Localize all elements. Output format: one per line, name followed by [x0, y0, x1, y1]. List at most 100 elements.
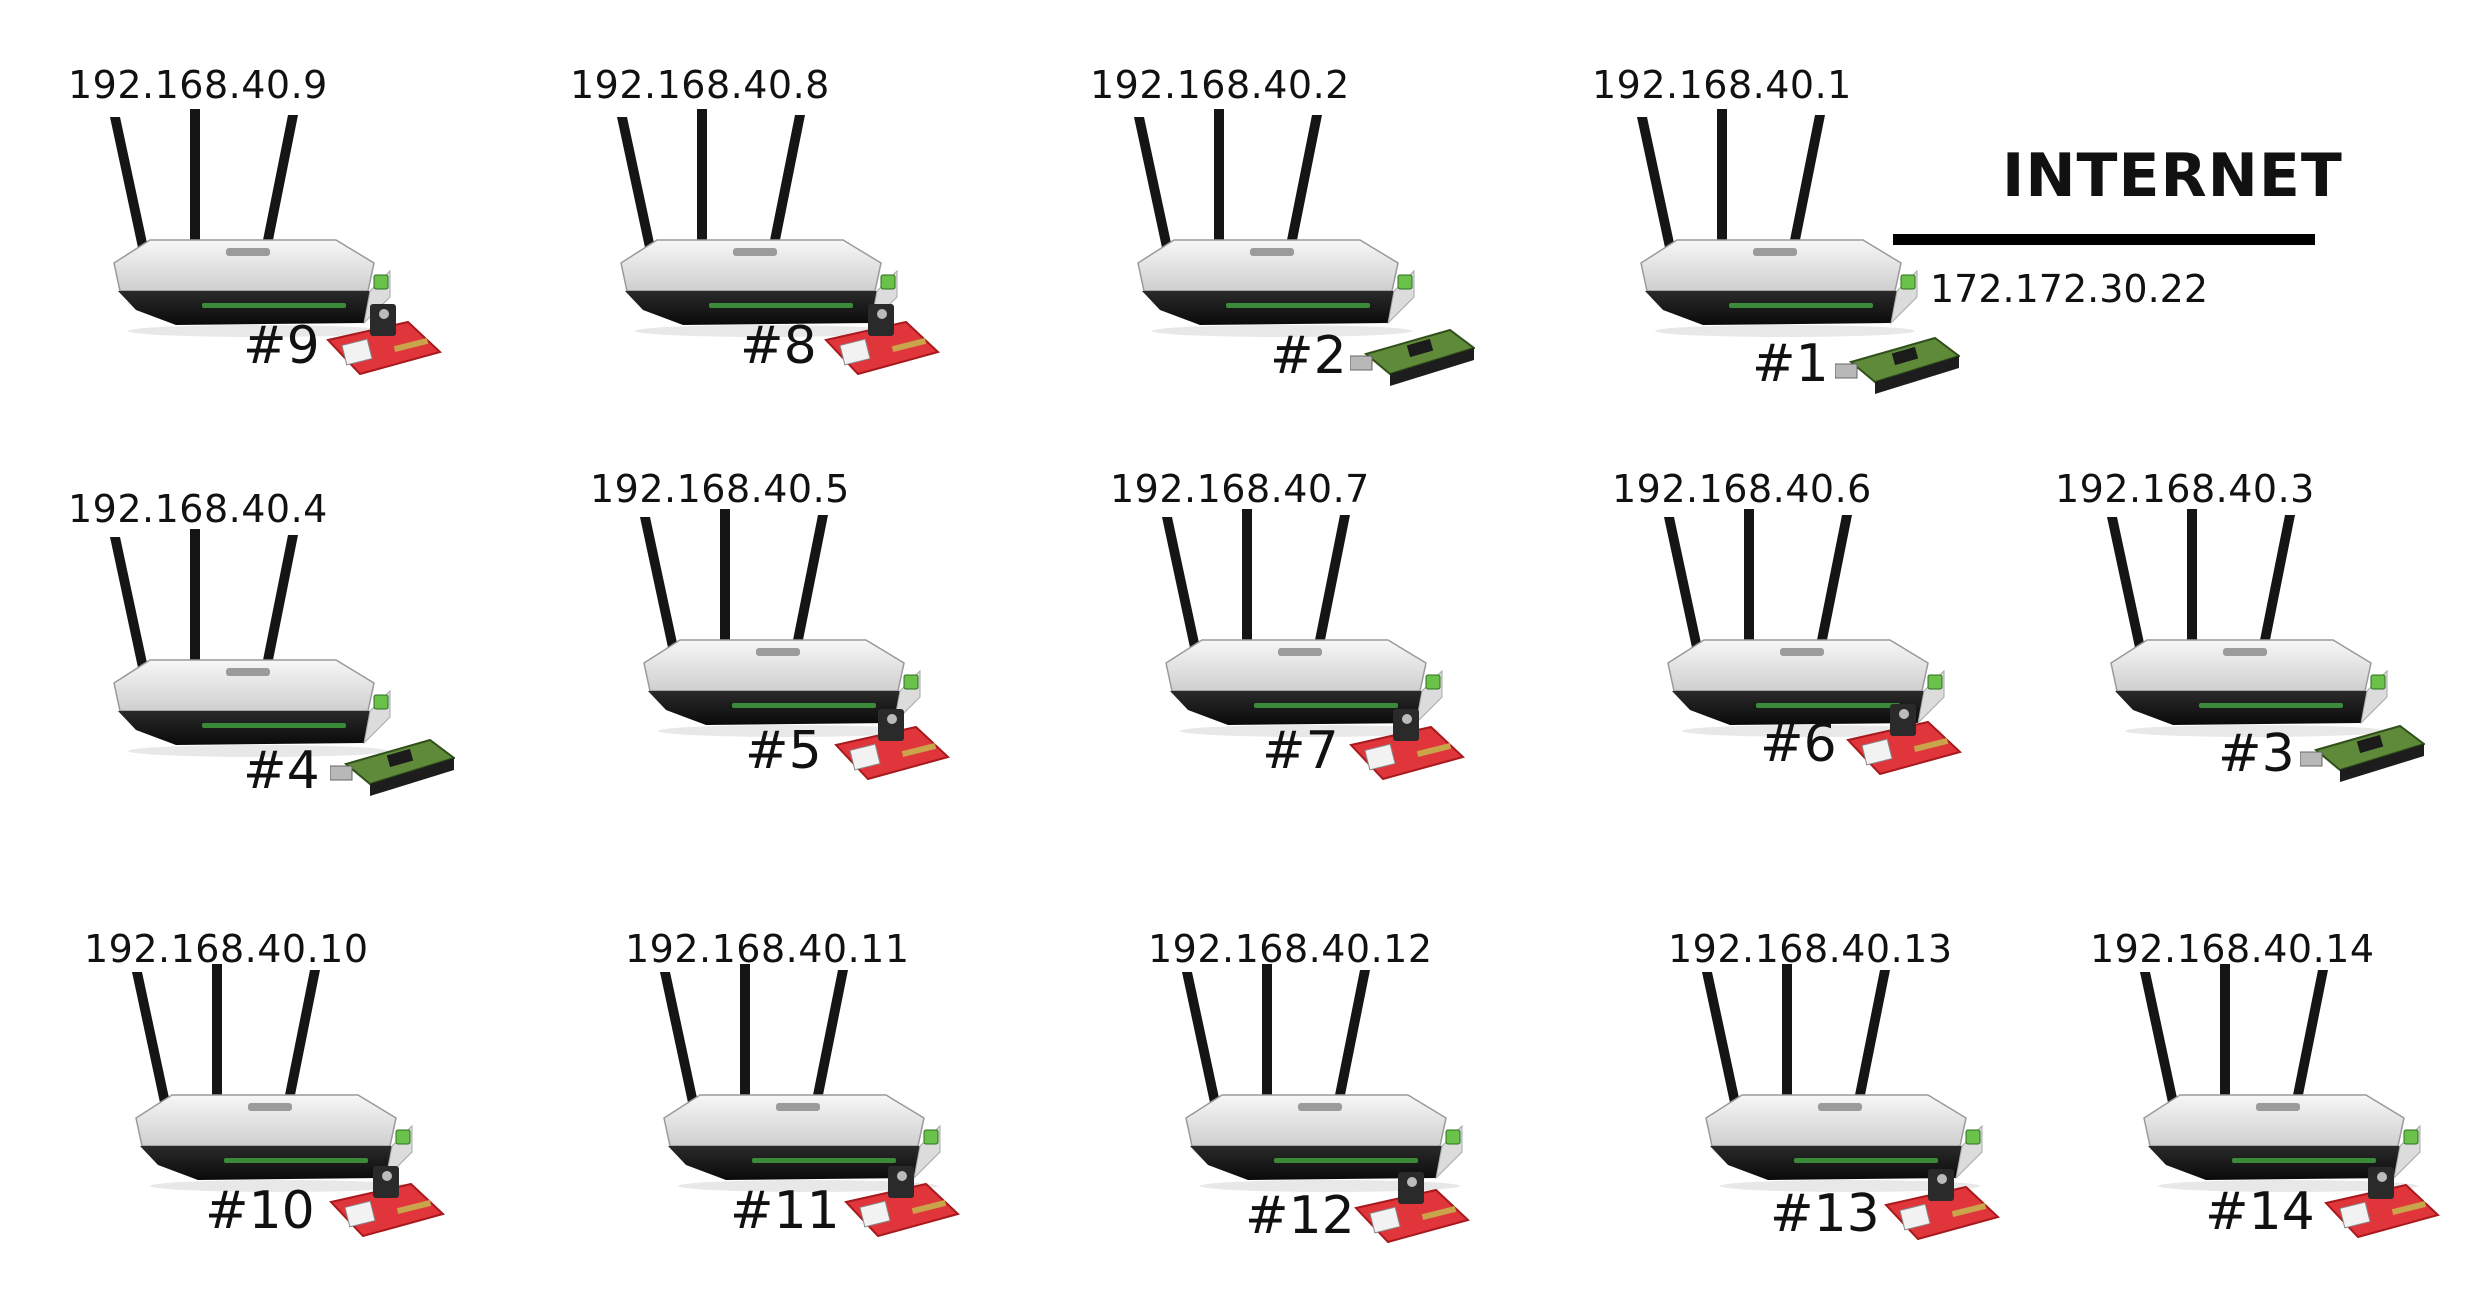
node-number-label: #4 — [243, 745, 320, 797]
router-port-green — [2371, 675, 2385, 689]
red-board-icon — [1880, 1165, 2005, 1245]
green-board-usb — [2300, 752, 2322, 766]
red-board-hole — [1402, 714, 1412, 724]
router-icon — [648, 960, 948, 1195]
router-top — [1641, 240, 1901, 291]
antenna-left — [1664, 517, 1704, 657]
antenna-middle — [720, 509, 730, 655]
router-ip-label: 192.168.40.2 — [1090, 66, 1350, 104]
router-led-strip — [1794, 1158, 1938, 1163]
router-top — [114, 660, 374, 711]
antenna-middle — [1717, 109, 1727, 255]
red-board-icon — [1345, 705, 1470, 785]
antenna-left — [1702, 972, 1742, 1112]
antenna-middle — [2220, 964, 2230, 1110]
router-led-strip — [1226, 303, 1370, 308]
router-icon — [2128, 960, 2428, 1195]
node-number-label: #13 — [1770, 1188, 1880, 1240]
router-port-green — [924, 1130, 938, 1144]
red-board-hole — [897, 1171, 907, 1181]
internet-label: INTERNET — [2002, 146, 2343, 206]
green-board-icon — [330, 722, 455, 802]
router-ip-label: 192.168.40.3 — [2055, 470, 2315, 508]
antenna-middle — [212, 964, 222, 1110]
red-board-icon — [2320, 1163, 2445, 1243]
antenna-left — [640, 517, 680, 657]
router-icon — [1170, 960, 1470, 1195]
antenna-middle — [1782, 964, 1792, 1110]
router-icon — [1122, 105, 1422, 340]
router-led-strip — [202, 723, 346, 728]
antenna-right — [260, 115, 298, 255]
antenna-right — [1332, 970, 1370, 1110]
red-board-hole — [382, 1171, 392, 1181]
antenna-right — [282, 970, 320, 1110]
antenna-middle — [740, 964, 750, 1110]
router-port-green — [1446, 1130, 1460, 1144]
router-icon — [2095, 505, 2395, 740]
red-board-hole — [887, 714, 897, 724]
router-logo — [1780, 648, 1824, 656]
red-board-hole — [379, 309, 389, 319]
antenna-right — [1814, 515, 1852, 655]
router-port-green — [904, 675, 918, 689]
router-top — [2144, 1095, 2404, 1146]
antenna-right — [1787, 115, 1825, 255]
node-number-label: #11 — [730, 1185, 840, 1237]
router-logo — [2223, 648, 2267, 656]
antenna-middle — [2187, 509, 2197, 655]
green-board-icon — [1835, 320, 1960, 400]
red-board-connector — [373, 1166, 399, 1198]
red-board-icon — [840, 1162, 965, 1242]
router-logo — [1753, 248, 1797, 256]
router-logo — [776, 1103, 820, 1111]
antenna-right — [767, 115, 805, 255]
antenna-right — [260, 535, 298, 675]
router-led-strip — [1729, 303, 1873, 308]
antenna-right — [1852, 970, 1890, 1110]
node-number-label: #8 — [740, 320, 817, 372]
router-port-green — [881, 275, 895, 289]
antenna-left — [132, 972, 172, 1112]
router-top — [664, 1095, 924, 1146]
router-ip-label: 192.168.40.6 — [1612, 470, 1872, 508]
router-ip-label: 192.168.40.1 — [1592, 66, 1852, 104]
antenna-left — [660, 972, 700, 1112]
router-icon — [1690, 960, 1990, 1195]
antenna-left — [110, 537, 150, 677]
router-icon — [1625, 105, 1925, 340]
router-top — [2111, 640, 2371, 691]
antenna-left — [2107, 517, 2147, 657]
antenna-middle — [190, 109, 200, 255]
antenna-right — [810, 970, 848, 1110]
antenna-right — [1312, 515, 1350, 655]
router-ip-label: 192.168.40.4 — [68, 490, 328, 528]
router-ip-label: 192.168.40.8 — [570, 66, 830, 104]
node-number-label: #2 — [1270, 330, 1347, 382]
router-port-green — [1928, 675, 1942, 689]
router-top — [621, 240, 881, 291]
antenna-middle — [1214, 109, 1224, 255]
red-board-hole — [1937, 1174, 1947, 1184]
red-board-hole — [877, 309, 887, 319]
router-led-strip — [1274, 1158, 1418, 1163]
antenna-left — [1162, 517, 1202, 657]
antenna-left — [1637, 117, 1677, 257]
router-port-green — [1426, 675, 1440, 689]
router-logo — [1818, 1103, 1862, 1111]
router-logo — [1250, 248, 1294, 256]
antenna-right — [1284, 115, 1322, 255]
antenna-right — [790, 515, 828, 655]
router-port-green — [396, 1130, 410, 1144]
router-logo — [1278, 648, 1322, 656]
node-number-label: #12 — [1245, 1190, 1355, 1242]
router-logo — [756, 648, 800, 656]
red-board-hole — [1899, 709, 1909, 719]
router-top — [1706, 1095, 1966, 1146]
router-ip-label: 192.168.40.7 — [1110, 470, 1370, 508]
red-board-connector — [888, 1166, 914, 1198]
router-port-green — [374, 275, 388, 289]
node-number-label: #6 — [1760, 718, 1837, 770]
node-number-label: #10 — [205, 1185, 315, 1237]
